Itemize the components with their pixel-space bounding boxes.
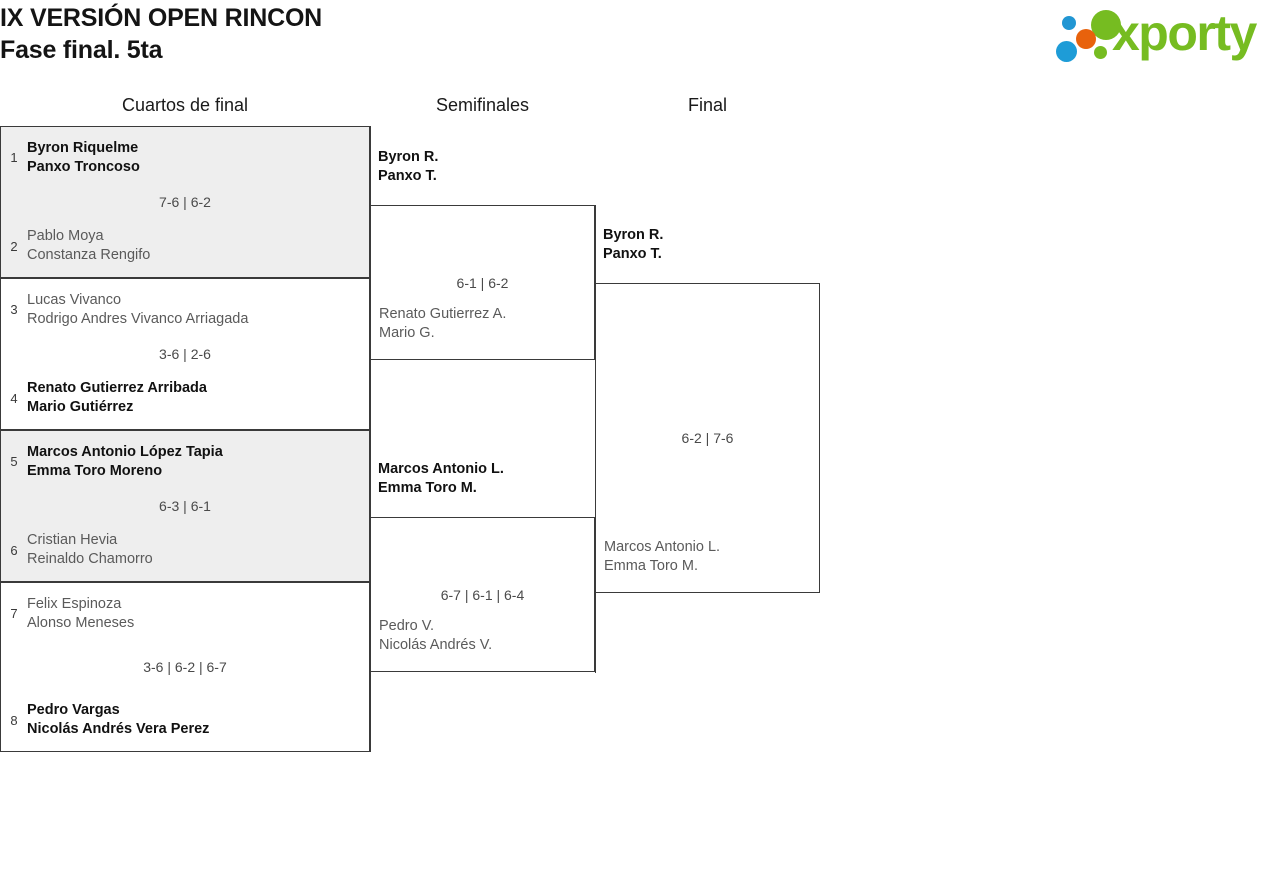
seed-number: 7 <box>10 606 18 622</box>
match-score: 3-6 | 2-6 <box>159 346 211 362</box>
player-name: Alonso Meneses <box>27 614 135 631</box>
player-name: Emma Toro M. <box>378 479 477 496</box>
player-name: Nicolás Andrés V. <box>379 637 493 654</box>
player-name: Felix Espinoza <box>27 596 122 612</box>
match-quarterfinal-2[interactable]: 3 Lucas Vivanco Rodrigo Andres Vivanco A… <box>0 278 370 430</box>
connector-line <box>370 672 371 752</box>
round-header-semifinals: Semifinales <box>435 95 530 115</box>
player-name: Pedro Vargas <box>27 702 120 719</box>
final-top-team[interactable]: Byron R. Panxo T. <box>595 226 663 264</box>
seed-number: 2 <box>10 238 18 254</box>
seed-number: 5 <box>10 454 18 470</box>
team-names: Byron Riquelme Panxo Troncoso <box>27 139 369 177</box>
player-name: Cristian Hevia <box>27 532 118 549</box>
match-team-bottom[interactable]: 8 Pedro Vargas Nicolás Andrés Vera Perez <box>1 701 369 739</box>
player-name: Marcos Antonio L. <box>604 539 721 556</box>
match-score: 6-3 | 6-1 <box>159 498 211 514</box>
player-name: Constanza Rengifo <box>27 247 151 264</box>
seed-number: 1 <box>10 150 18 166</box>
player-name: Panxo Troncoso <box>27 158 140 175</box>
match-score: 6-2 | 7-6 <box>681 430 734 446</box>
match-team-bottom[interactable]: 2 Pablo Moya Constanza Rengifo <box>1 227 369 265</box>
team-names: Lucas Vivanco Rodrigo Andres Vivanco Arr… <box>27 291 369 329</box>
team-names: Cristian Hevia Reinaldo Chamorro <box>27 531 369 569</box>
connector-line <box>595 205 596 284</box>
match-team-top[interactable]: 1 Byron Riquelme Panxo Troncoso <box>1 139 369 177</box>
player-name: Emma Toro Moreno <box>27 462 163 479</box>
match-final[interactable]: 6-2 | 7-6 Marcos Antonio L. Emma Toro M. <box>595 283 820 593</box>
match-team-bottom[interactable]: Pedro V. Nicolás Andrés V. <box>371 617 594 655</box>
match-semifinal-2[interactable]: 6-7 | 6-1 | 6-4 Pedro V. Nicolás Andrés … <box>370 517 595 672</box>
tournament-name: IX VERSIÓN OPEN RINCON <box>0 4 323 32</box>
logo-dots-icon <box>1050 8 1136 66</box>
semifinal-2-top-team[interactable]: Marcos Antonio L. Emma Toro M. <box>370 460 504 498</box>
match-quarterfinal-4[interactable]: 7 Felix Espinoza Alonso Meneses 3-6 | 6-… <box>0 582 370 752</box>
match-score: 6-1 | 6-2 <box>456 274 509 291</box>
player-name: Lucas Vivanco <box>27 292 122 308</box>
match-team-top[interactable]: 3 Lucas Vivanco Rodrigo Andres Vivanco A… <box>1 291 369 329</box>
player-name: Emma Toro M. <box>604 558 699 575</box>
seed-number: 8 <box>10 712 18 728</box>
match-team-top[interactable]: 7 Felix Espinoza Alonso Meneses <box>1 595 369 633</box>
team-names: Renato Gutierrez A. Mario G. <box>371 305 594 343</box>
team-names: Pedro Vargas Nicolás Andrés Vera Perez <box>27 701 369 739</box>
logo-dot-orange-icon <box>1076 29 1096 49</box>
seed-number: 4 <box>10 390 18 406</box>
player-name: Reinaldo Chamorro <box>27 551 153 568</box>
player-name: Mario Gutiérrez <box>27 399 134 416</box>
seed-number: 6 <box>10 542 18 558</box>
match-score: 7-6 | 6-2 <box>159 194 211 210</box>
match-score: 3-6 | 6-2 | 6-7 <box>143 659 227 675</box>
team-names: Renato Gutierrez Arribada Mario Gutiérre… <box>27 379 369 417</box>
player-name: Panxo T. <box>603 245 662 262</box>
player-name: Renato Gutierrez A. <box>379 306 507 323</box>
semifinal-1-top-team[interactable]: Byron R. Panxo T. <box>370 148 438 186</box>
team-names: Felix Espinoza Alonso Meneses <box>27 595 369 633</box>
team-names: Marcos Antonio L. Emma Toro M. <box>596 538 819 576</box>
round-header-final: Final <box>687 95 727 115</box>
tournament-phase: Fase final. 5ta <box>0 36 163 64</box>
match-quarterfinal-1[interactable]: 1 Byron Riquelme Panxo Troncoso 7-6 | 6-… <box>0 126 370 278</box>
logo-dot-blue-medium-icon <box>1056 41 1077 62</box>
page-header: IX VERSIÓN OPEN RINCON Fase final. 5ta x… <box>0 0 1280 72</box>
match-team-bottom[interactable]: Renato Gutierrez A. Mario G. <box>371 305 594 343</box>
connector-line <box>370 438 371 518</box>
team-names: Marcos Antonio López Tapia Emma Toro Mor… <box>27 443 369 481</box>
xporty-logo[interactable]: xporty <box>1050 5 1274 66</box>
team-names: Pablo Moya Constanza Rengifo <box>27 227 369 265</box>
player-name: Mario G. <box>379 325 435 342</box>
match-team-bottom[interactable]: 4 Renato Gutierrez Arribada Mario Gutiér… <box>1 379 369 417</box>
connector-line <box>370 126 371 206</box>
match-team-bottom[interactable]: 6 Cristian Hevia Reinaldo Chamorro <box>1 531 369 569</box>
match-quarterfinal-3[interactable]: 5 Marcos Antonio López Tapia Emma Toro M… <box>0 430 370 582</box>
page-title: IX VERSIÓN OPEN RINCON Fase final. 5ta <box>0 2 322 66</box>
player-name: Nicolás Andrés Vera Perez <box>27 721 210 738</box>
player-name: Pablo Moya <box>27 228 104 245</box>
seed-number: 3 <box>10 302 18 318</box>
match-team-top[interactable]: 5 Marcos Antonio López Tapia Emma Toro M… <box>1 443 369 481</box>
player-name: Panxo T. <box>378 167 437 184</box>
connector-line <box>370 360 371 440</box>
player-name: Marcos Antonio L. <box>378 461 504 477</box>
player-name: Rodrigo Andres Vivanco Arriagada <box>27 310 249 327</box>
match-team-bottom[interactable]: Marcos Antonio L. Emma Toro M. <box>596 538 819 576</box>
logo-dot-green-small-icon <box>1094 46 1107 59</box>
match-score: 6-7 | 6-1 | 6-4 <box>440 586 525 603</box>
player-name: Pedro V. <box>379 618 435 635</box>
player-name: Byron R. <box>378 149 439 165</box>
team-names: Pedro V. Nicolás Andrés V. <box>371 617 594 655</box>
player-name: Marcos Antonio López Tapia <box>27 444 223 460</box>
match-semifinal-1[interactable]: 6-1 | 6-2 Renato Gutierrez A. Mario G. <box>370 205 595 360</box>
round-header-quarterfinals: Cuartos de final <box>121 95 249 115</box>
player-name: Renato Gutierrez Arribada <box>27 380 207 397</box>
logo-dot-blue-small-icon <box>1062 16 1076 30</box>
logo-dot-green-large-icon <box>1091 10 1121 40</box>
connector-line <box>595 593 596 673</box>
player-name: Byron R. <box>603 227 664 243</box>
player-name: Byron Riquelme <box>27 140 139 156</box>
logo-wordmark: xporty <box>1112 5 1257 61</box>
